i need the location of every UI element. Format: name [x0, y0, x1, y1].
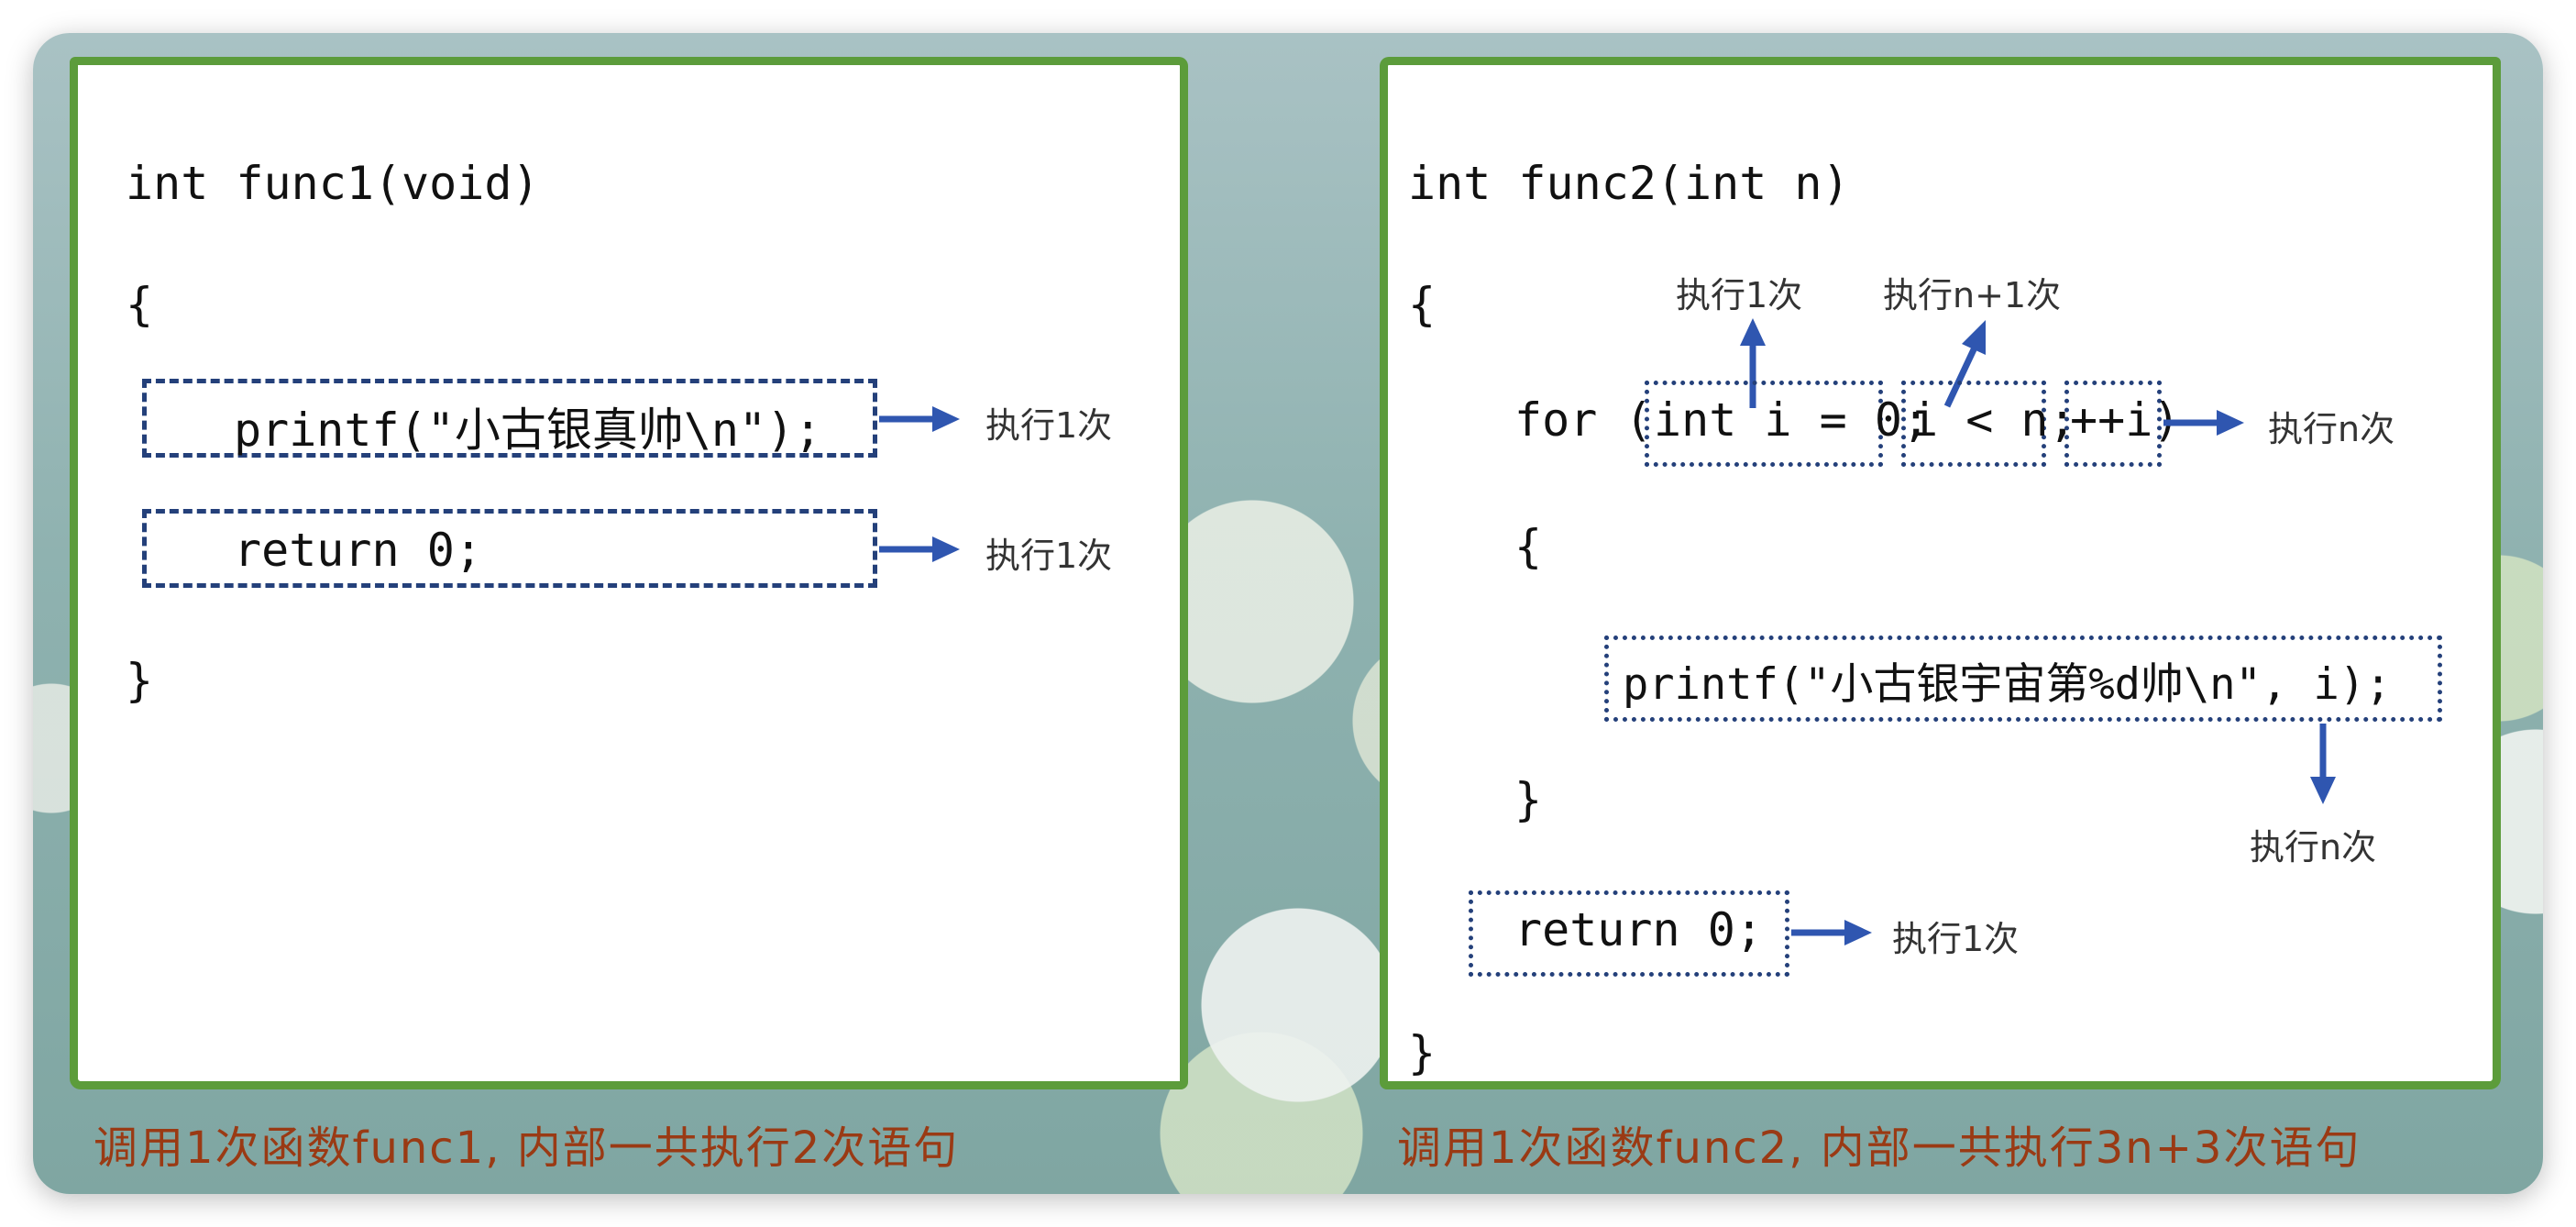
loop-printf-note: 执行n次 — [2250, 827, 2377, 868]
func1-panel: int func1(void) { printf("小古银真帅\n"); 执行1… — [70, 57, 1188, 1089]
for-init-box — [1645, 381, 1883, 467]
loop-printf-statement: printf("小古银宇宙第%d帅\n", i); — [1623, 659, 2392, 710]
func1-return-arrow-icon — [879, 536, 960, 562]
for-cond: i < n; — [1910, 393, 2076, 447]
loop-close-brace: } — [1514, 773, 1543, 826]
for-init: int i = 0; — [1654, 393, 1931, 447]
for-cond-box — [1901, 381, 2046, 467]
for-incr-note: 执行n次 — [2268, 409, 2395, 449]
for-init-note: 执行1次 — [1676, 275, 1803, 315]
func1-printf-box — [142, 379, 877, 458]
func2-return-box — [1469, 890, 1789, 977]
func1-return-box — [142, 509, 877, 588]
slide-stage: int func1(void) { printf("小古银真帅\n"); 执行1… — [33, 33, 2543, 1194]
func1-printf-note: 执行1次 — [985, 405, 1113, 446]
for-incr: ++i) — [2070, 393, 2181, 447]
func2-close-brace: } — [1408, 1026, 1437, 1079]
loop-printf-arrow-icon — [2310, 724, 2336, 804]
func2-return-arrow-icon — [1791, 920, 1872, 945]
func1-caption: 调用1次函数func1, 内部一共执行2次语句 — [94, 1122, 960, 1174]
func2-signature: int func2(int n) — [1408, 157, 1850, 210]
func1-open-brace: { — [126, 278, 154, 331]
for-keyword: for ( — [1514, 393, 1653, 447]
loop-printf-box — [1604, 636, 2442, 722]
for-cond-note: 执行n+1次 — [1883, 275, 2062, 315]
func1-printf-statement: printf("小古银真帅\n"); — [234, 403, 822, 457]
for-init-arrow-icon — [1740, 318, 1766, 408]
func1-return-note: 执行1次 — [985, 536, 1113, 576]
for-incr-box — [2064, 381, 2162, 467]
func1-printf-arrow-icon — [879, 406, 960, 432]
func2-open-brace: { — [1408, 278, 1437, 331]
for-cond-arrow-icon — [1943, 320, 1986, 408]
func1-return-statement: return 0; — [234, 524, 482, 577]
loop-open-brace: { — [1514, 520, 1543, 573]
func1-close-brace: } — [126, 654, 154, 707]
func2-panel: int func2(int n) { 执行1次 执行n+1次 for ( int… — [1380, 57, 2501, 1089]
func1-signature: int func1(void) — [126, 157, 540, 210]
func2-return-note: 执行1次 — [1892, 919, 2020, 959]
func2-return-statement: return 0; — [1514, 903, 1763, 956]
for-incr-arrow-icon — [2163, 410, 2244, 436]
func2-caption: 调用1次函数func2, 内部一共执行3n+3次语句 — [1397, 1122, 2361, 1174]
